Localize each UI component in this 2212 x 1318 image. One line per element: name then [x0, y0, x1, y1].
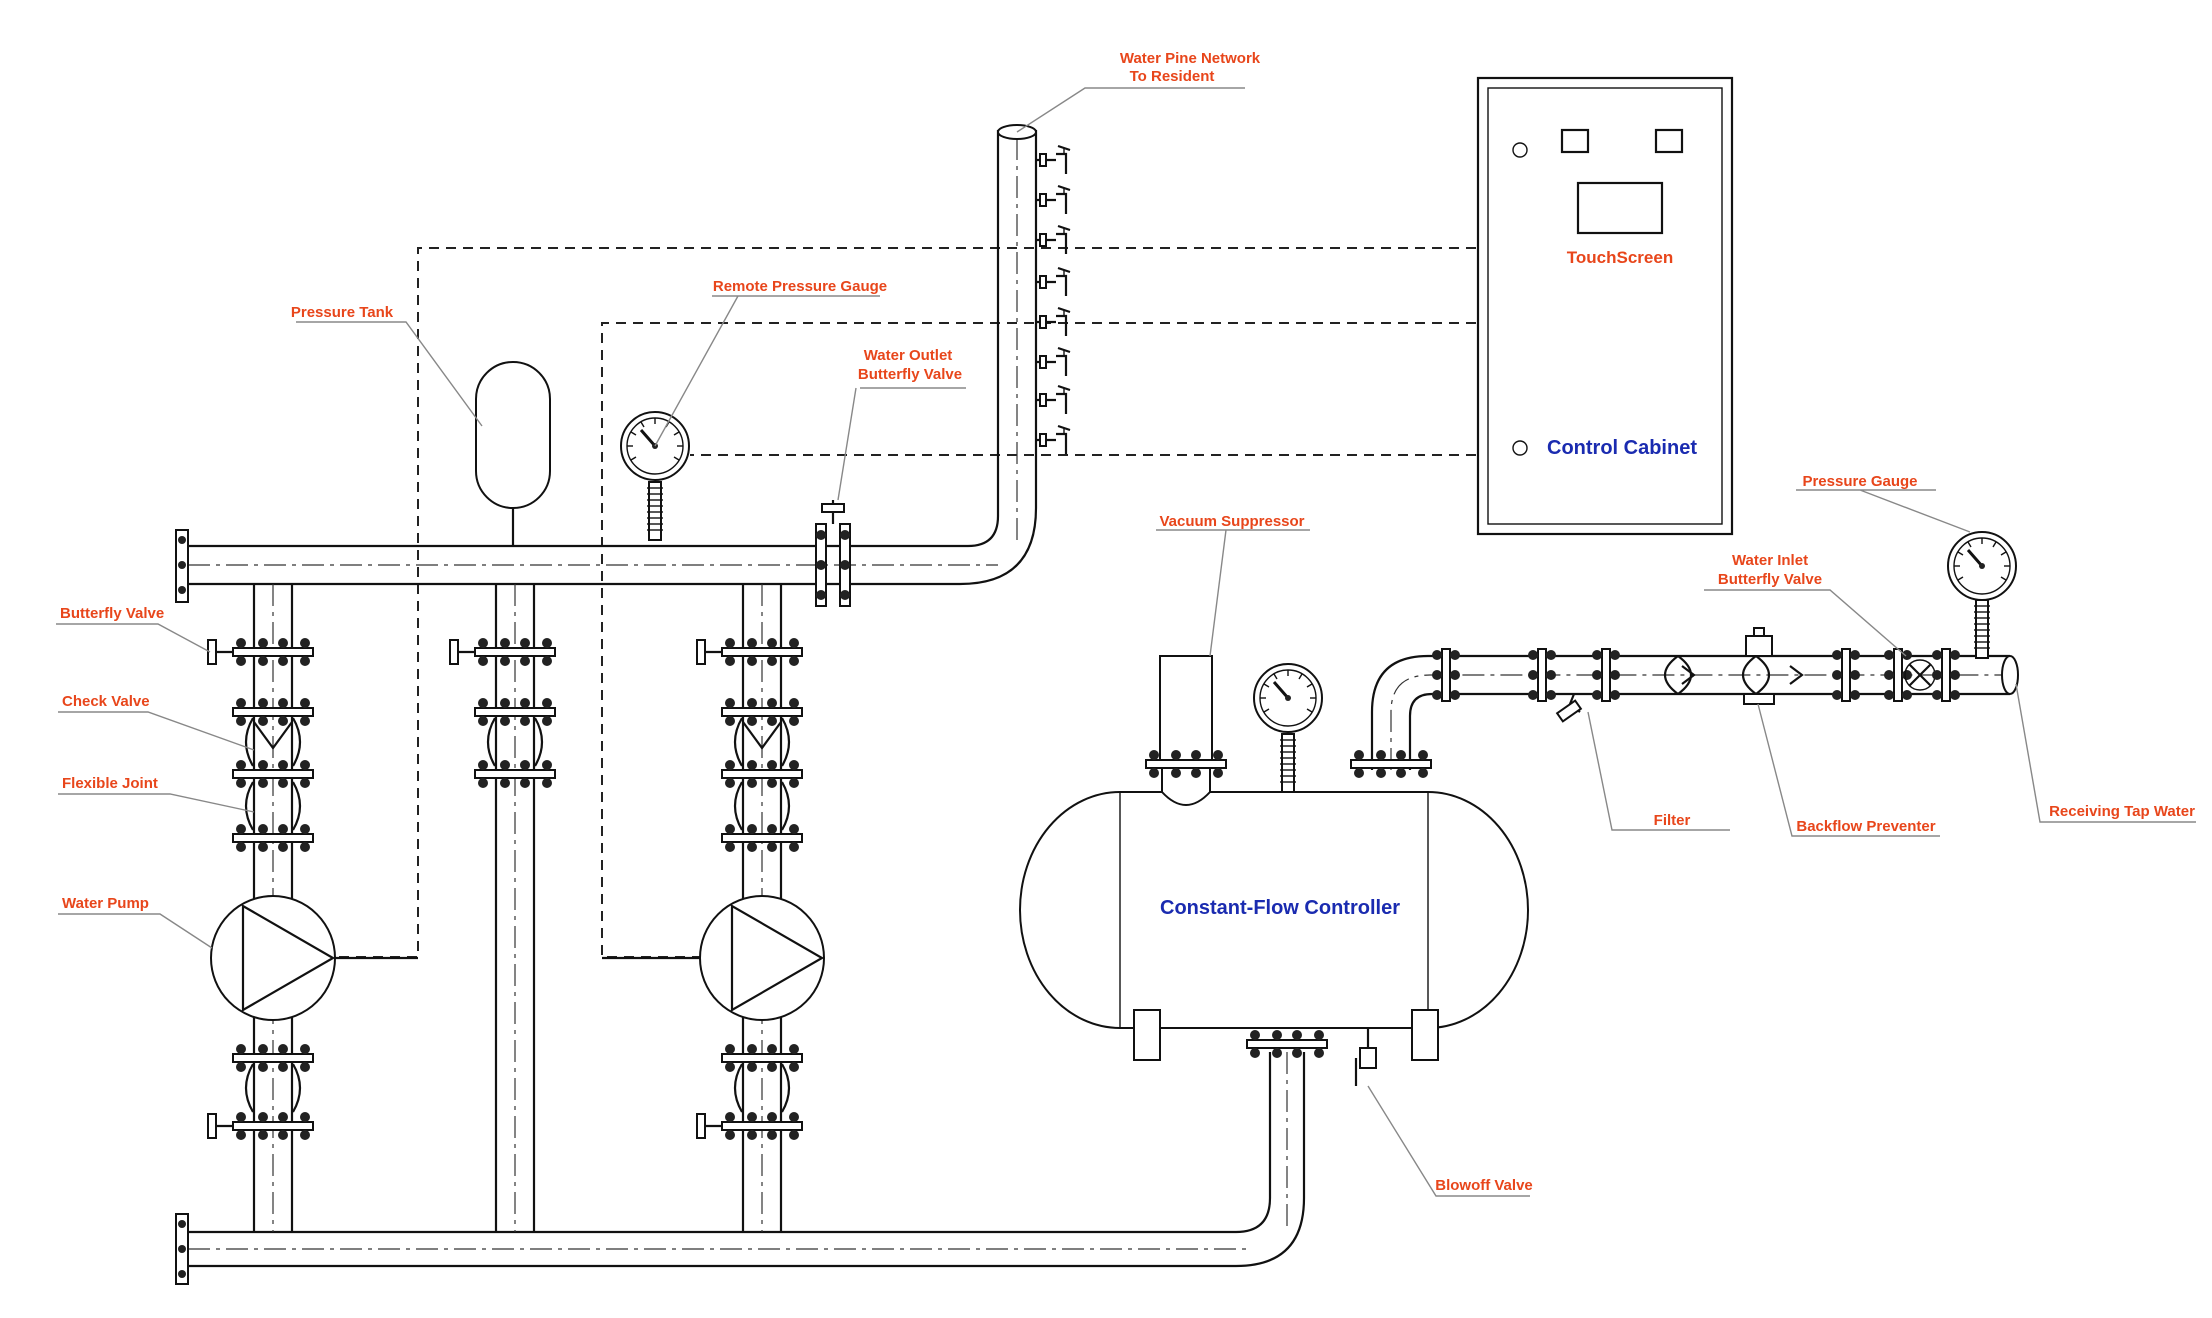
- touchscreen-label: TouchScreen: [1567, 248, 1673, 267]
- label-water-pipe-network-2: To Resident: [1130, 68, 1215, 85]
- label-water-outlet-butterfly-valve-1: Water Outlet: [864, 347, 953, 364]
- leader-lines: [56, 87, 2196, 1197]
- water-outlet-butterfly-valve: [815, 500, 851, 607]
- label-pressure-tank: Pressure Tank: [291, 304, 394, 321]
- pressure-tank: [475, 361, 551, 546]
- label-water-outlet-butterfly-valve-2: Butterfly Valve: [858, 366, 962, 383]
- label-blowoff-valve: Blowoff Valve: [1435, 1177, 1533, 1194]
- pump-branch-1: [207, 584, 418, 1232]
- suction-header-pipe: [175, 1052, 1306, 1285]
- remote-pressure-gauge: [619, 410, 691, 541]
- label-check-valve: Check Valve: [62, 693, 150, 710]
- control-cabinet-title: Control Cabinet: [1547, 437, 1697, 459]
- control-cabinet: TouchScreen Control Cabinet: [1476, 76, 1734, 536]
- label-remote-pressure-gauge: Remote Pressure Gauge: [713, 278, 887, 295]
- vacuum-suppressor: [1145, 655, 1227, 806]
- label-water-inlet-butterfly-valve-2: Butterfly Valve: [1718, 571, 1822, 588]
- labels: Water Pine Network To Resident Pressure …: [60, 50, 2195, 1194]
- controller-pressure-gauge: [1252, 662, 1324, 793]
- label-water-pump: Water Pump: [62, 895, 149, 912]
- discharge-header-pipe: [175, 124, 1038, 603]
- inlet-pipe: [1350, 627, 2020, 779]
- label-receiving-tap-water: Receiving Tap Water: [2049, 803, 2195, 820]
- resident-taps: [1034, 144, 1072, 456]
- label-filter: Filter: [1654, 812, 1691, 829]
- label-water-pipe-network-1: Water Pine Network: [1120, 50, 1261, 67]
- label-vacuum-suppressor: Vacuum Suppressor: [1159, 513, 1304, 530]
- bypass-branch: [449, 584, 556, 1232]
- pump-branch-2: [602, 584, 826, 1232]
- label-flexible-joint: Flexible Joint: [62, 775, 158, 792]
- label-butterfly-valve: Butterfly Valve: [60, 605, 164, 622]
- label-pressure-gauge: Pressure Gauge: [1802, 473, 1917, 490]
- constant-flow-controller: Constant-Flow Controller: [1019, 791, 1529, 1086]
- controller-title: Constant-Flow Controller: [1160, 897, 1400, 919]
- label-water-inlet-butterfly-valve-1: Water Inlet: [1732, 552, 1808, 569]
- inlet-pressure-gauge: [1946, 530, 2018, 659]
- label-backflow-preventer: Backflow Preventer: [1796, 818, 1935, 835]
